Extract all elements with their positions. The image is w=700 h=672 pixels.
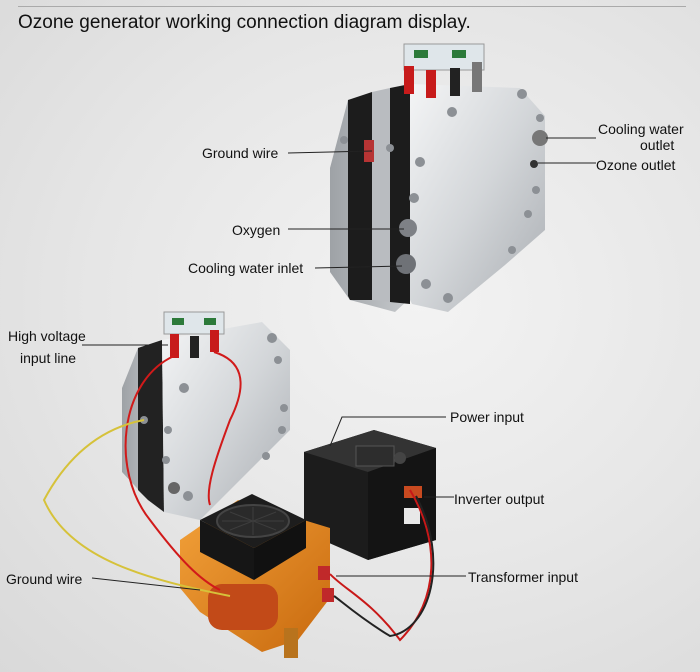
inverter-output-black (333, 495, 435, 638)
transformer-coil (208, 584, 278, 630)
label-cooling-water-outlet-line2: outlet (640, 137, 675, 153)
ozone-generator-bottom (122, 311, 290, 520)
label-cooling-water-inlet: Cooling water inlet (188, 260, 304, 276)
inverter-display (355, 445, 395, 467)
gasket-layer-3 (390, 84, 410, 304)
top-rule (18, 6, 686, 7)
hv-wire-2 (207, 351, 242, 506)
bolts-top (340, 89, 544, 303)
label-inverter-output: Inverter output (454, 491, 545, 507)
ozone-generator-top (330, 43, 548, 312)
label-oxygen: Oxygen (232, 222, 281, 238)
cooling-water-inlet-port (396, 254, 416, 274)
cooling-water-outlet-port (532, 130, 548, 146)
transformer-unit (180, 494, 334, 658)
hv-terminal-2 (426, 70, 436, 98)
hv-wire (124, 355, 221, 591)
label-ground-wire-bottom: Ground wire (6, 571, 83, 587)
leader-lines (82, 137, 596, 591)
label-transformer-input: Transformer input (468, 569, 578, 585)
label-high-voltage-line1: High voltage (8, 328, 86, 344)
oxygen-port (399, 219, 417, 237)
wires (42, 351, 435, 642)
label-ozone-outlet: Ozone outlet (596, 157, 676, 173)
hv-terminal-1 (404, 66, 414, 94)
inverter-unit (304, 430, 436, 560)
ozone-outlet-port (530, 160, 538, 168)
gasket-layer-1 (348, 92, 372, 300)
hv-terminal-3 (450, 68, 460, 96)
label-cooling-water-outlet-line1: Cooling water (598, 121, 684, 137)
label-high-voltage-line2: input line (20, 350, 77, 366)
diagram-title: Ozone generator working connection diagr… (18, 12, 471, 33)
bottom-front-plate (162, 322, 290, 520)
label-power-input: Power input (450, 409, 524, 425)
generator-front-plate (410, 84, 545, 312)
ground-wire-yellow (42, 419, 231, 597)
inverter-output-red (329, 489, 433, 642)
bottom-gasket (138, 340, 164, 512)
gasket-layer-2 (372, 88, 390, 302)
terminal-board-bottom (163, 311, 225, 335)
label-ground-wire-top: Ground wire (202, 145, 279, 161)
